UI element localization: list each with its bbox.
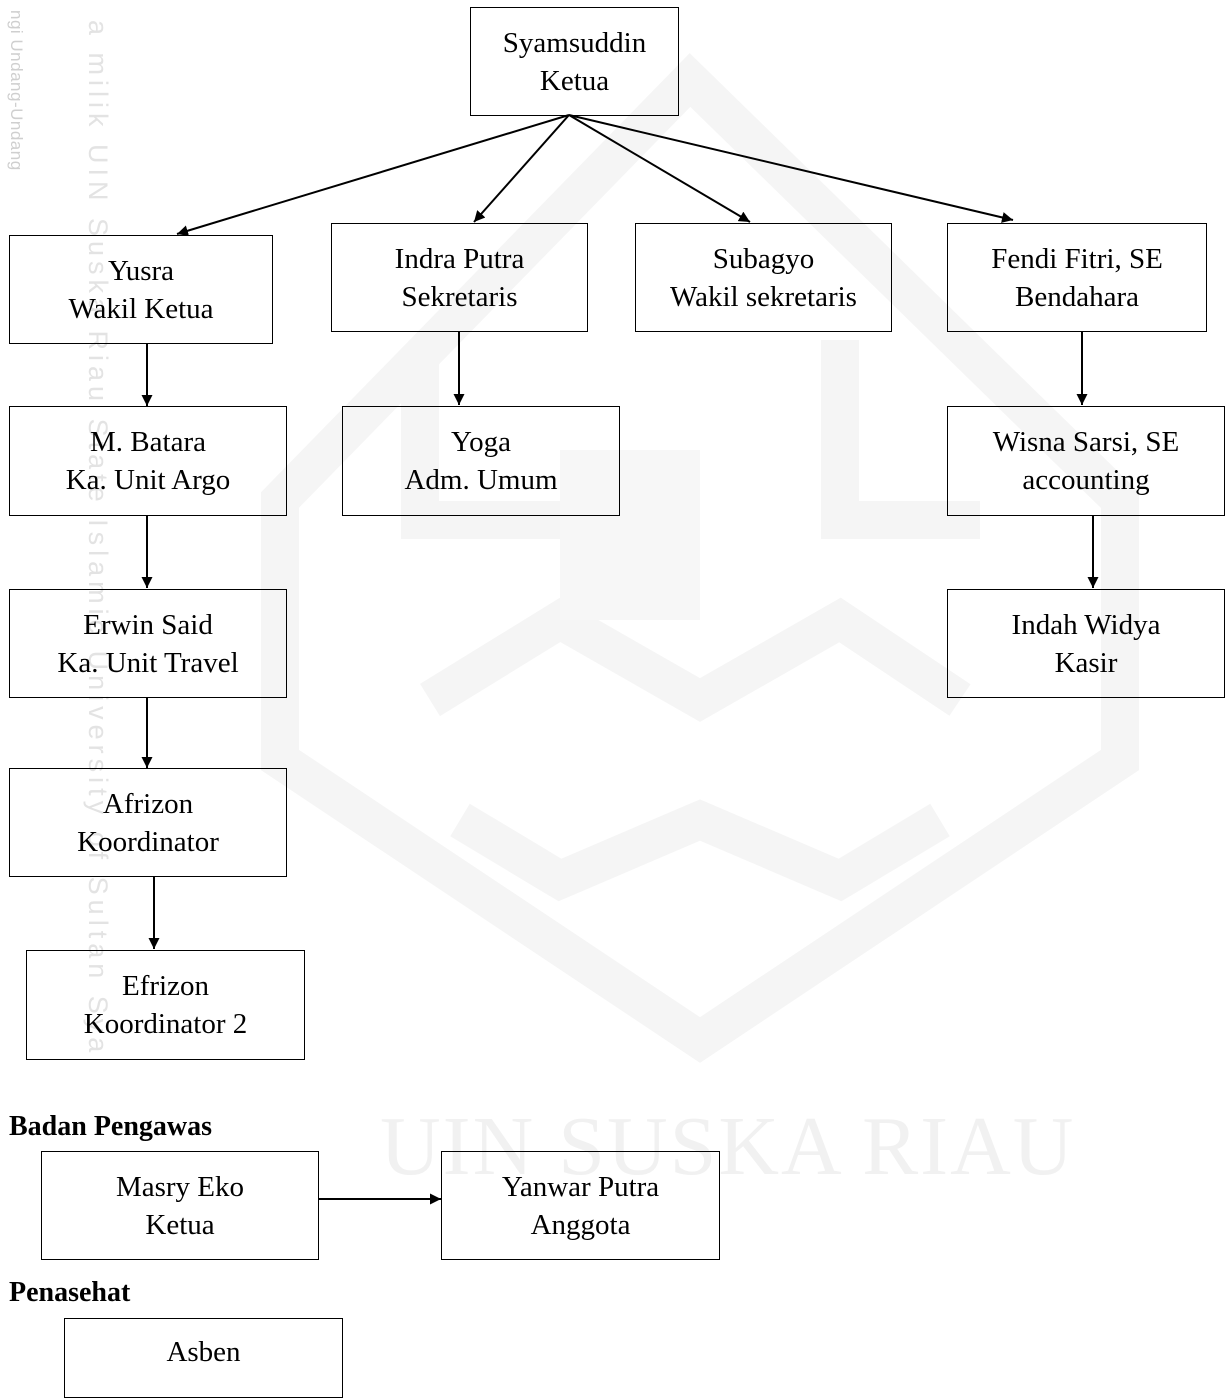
sekretaris-name: Indra Putra	[394, 242, 525, 275]
koordinator-role: Koordinator	[77, 825, 219, 858]
pengawas-anggota-name: Yanwar Putra	[501, 1170, 660, 1203]
unit-travel-box: Erwin Said Ka. Unit Travel	[9, 589, 287, 698]
pengawas-anggota-role: Anggota	[530, 1208, 631, 1241]
adm-umum-role: Adm. Umum	[404, 464, 558, 496]
pengawas-ketua-role: Ketua	[145, 1208, 215, 1241]
kasir-role: Kasir	[1054, 646, 1118, 679]
adm-umum-name: Yoga	[451, 426, 511, 458]
koordinator-2-name: Efrizon	[122, 970, 209, 1002]
wakil-sekretaris-box: Subagyo Wakil sekretaris	[635, 223, 892, 332]
ketua-box: Syamsuddin Ketua	[470, 7, 679, 116]
koordinator-2-role: Koordinator 2	[83, 1008, 248, 1040]
penasehat-name: Asben	[166, 1336, 241, 1368]
pengawas-ketua-name: Masry Eko	[115, 1170, 245, 1203]
wakil-ketua-name: Yusra	[107, 254, 175, 287]
arrow-ketua-to-sekretaris	[473, 114, 570, 223]
stamp-watermark-text: a milik UIN Suska Riau State Islamic Uni…	[83, 20, 113, 1058]
accounting-name: Wisna Sarsi, SE	[992, 426, 1180, 458]
unit-travel-role: Ka. Unit Travel	[57, 646, 239, 679]
logo-watermark-text: UIN SUSKA RIAU	[380, 1100, 1076, 1193]
koordinator-box: Afrizon Koordinator	[9, 768, 287, 877]
sekretaris-box: Indra Putra Sekretaris	[331, 223, 588, 332]
side-watermark-text: ngi Undang-Undang	[7, 10, 26, 171]
adm-umum-box: Yoga Adm. Umum	[342, 406, 620, 516]
arrow-ketua-to-wakil-sekretaris	[568, 114, 751, 223]
wakil-ketua-role: Wakil Ketua	[68, 292, 214, 325]
sekretaris-role: Sekretaris	[401, 280, 518, 313]
accounting-box: Wisna Sarsi, SE accounting	[947, 406, 1225, 516]
wakil-sekretaris-role: Wakil sekretaris	[670, 280, 857, 313]
unit-travel-name: Erwin Said	[83, 608, 213, 641]
arrow-ketua-to-bendahara	[568, 114, 1014, 223]
pengawas-anggota-box: Yanwar Putra Anggota	[441, 1151, 720, 1260]
penasehat-box: Asben	[64, 1318, 343, 1398]
penasehat-heading: Penasehat	[9, 1277, 131, 1308]
unit-argo-role: Ka. Unit Argo	[65, 464, 231, 496]
ketua-role: Ketua	[539, 64, 610, 97]
ketua-name: Syamsuddin	[502, 26, 647, 59]
accounting-role: accounting	[1022, 464, 1150, 496]
koordinator-name: Afrizon	[102, 787, 194, 820]
bendahara-role: Bendahara	[1015, 280, 1139, 313]
unit-argo-box: M. Batara Ka. Unit Argo	[9, 406, 287, 516]
arrow-ketua-to-wakil-ketua	[176, 114, 570, 237]
koordinator-2-box: Efrizon Koordinator 2	[26, 950, 305, 1060]
badan-pengawas-heading: Badan Pengawas	[9, 1111, 213, 1142]
wakil-sekretaris-name: Subagyo	[712, 242, 815, 275]
kasir-name: Indah Widya	[1011, 608, 1161, 641]
bendahara-box: Fendi Fitri, SE Bendahara	[947, 223, 1207, 332]
kasir-box: Indah Widya Kasir	[947, 589, 1225, 698]
pengawas-ketua-box: Masry Eko Ketua	[41, 1151, 319, 1260]
unit-argo-name: M. Batara	[90, 426, 206, 458]
wakil-ketua-box: Yusra Wakil Ketua	[9, 235, 273, 344]
bendahara-name: Fendi Fitri, SE	[991, 242, 1163, 275]
